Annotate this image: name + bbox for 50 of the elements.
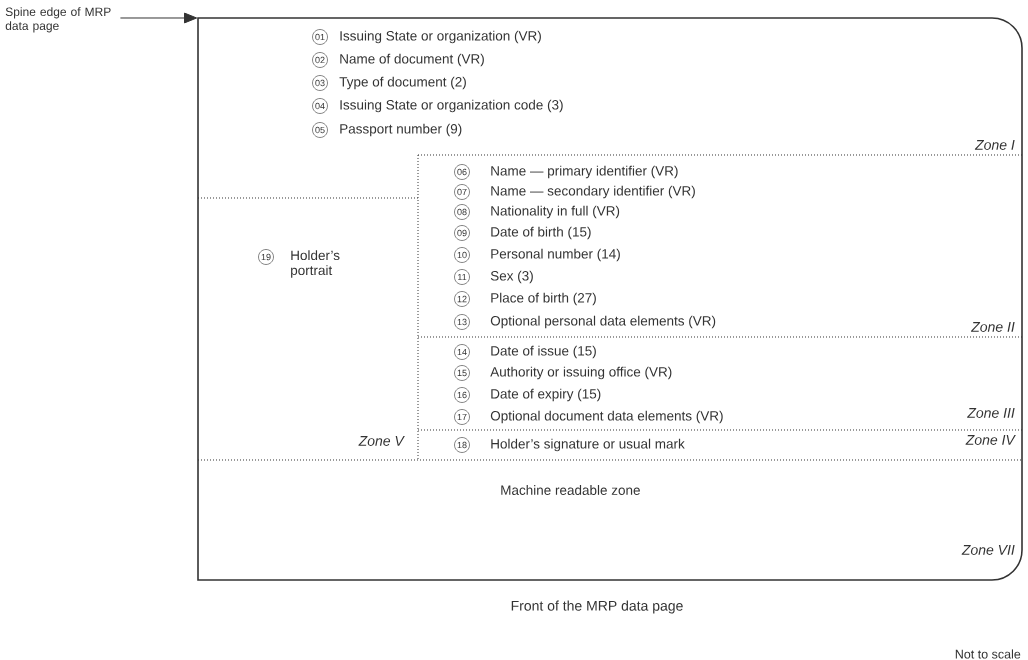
circled-number: 13 — [454, 314, 470, 330]
circled-number: 16 — [454, 387, 470, 403]
circled-number: 10 — [454, 247, 470, 263]
circled-number: 18 — [454, 437, 470, 453]
field-label: Place of birth (27) — [491, 292, 596, 306]
field-label: Optional personal data elements (VR) — [490, 315, 716, 329]
field-label: Type of document (2) — [339, 76, 466, 90]
field-label: Passport number (9) — [340, 123, 462, 137]
circled-number: 08 — [454, 204, 470, 220]
circled-number: 17 — [454, 409, 470, 425]
field-label: Name of document (VR) — [340, 53, 484, 67]
field-label: Optional document data elements (VR) — [490, 410, 723, 424]
circled-number: 14 — [454, 344, 470, 360]
arrow — [119, 12, 198, 24]
field-label: Date of expiry (15) — [491, 388, 601, 402]
circled-number: 05 — [312, 122, 328, 138]
circled-number: 03 — [312, 75, 328, 91]
zone-label: Zone II — [970, 322, 1015, 332]
field-label: Date of birth (15) — [491, 226, 591, 240]
circled-number: 11 — [454, 269, 470, 285]
circled-number: 02 — [312, 52, 328, 68]
circled-number: 15 — [454, 365, 470, 381]
circled-number: 12 — [454, 291, 470, 307]
field-label: Nationality in full (VR) — [491, 205, 620, 219]
zone-label: Zone V — [358, 436, 405, 446]
caption: Front of the MRP data page — [511, 600, 683, 614]
circled-number: 19 — [258, 249, 274, 265]
zone-label: Zone VII — [961, 545, 1015, 555]
field-label: Issuing State or organization code (3) — [340, 99, 563, 113]
field-label: Sex (3) — [490, 270, 533, 284]
zone-label: Machine readable zone — [501, 485, 640, 495]
callout-text: Spine edge of MRP data page — [5, 7, 111, 33]
circled-number: 09 — [454, 225, 470, 241]
field-label: Holder’s signature or usual mark — [491, 438, 685, 452]
field-label: Name — secondary identifier (VR) — [491, 185, 695, 199]
circled-number: 01 — [312, 29, 328, 45]
field-label: Name — primary identifier (VR) — [491, 165, 678, 179]
field-label: Authority or issuing office (VR) — [490, 366, 672, 380]
field-label: Personal number (14) — [491, 248, 620, 262]
field-label: Date of issue (15) — [491, 345, 596, 359]
field-label: Holder’s portrait — [291, 250, 340, 278]
circled-number: 06 — [454, 164, 470, 180]
zone-label: Zone III — [967, 408, 1015, 418]
circled-number: 04 — [312, 98, 328, 114]
field-label: Issuing State or organization (VR) — [340, 30, 541, 44]
note: Not to scale — [955, 649, 1021, 659]
data-page-outline — [197, 17, 1023, 581]
circled-number: 07 — [454, 184, 470, 200]
zone-label: Zone IV — [965, 435, 1016, 445]
zone-label: Zone I — [974, 140, 1015, 150]
